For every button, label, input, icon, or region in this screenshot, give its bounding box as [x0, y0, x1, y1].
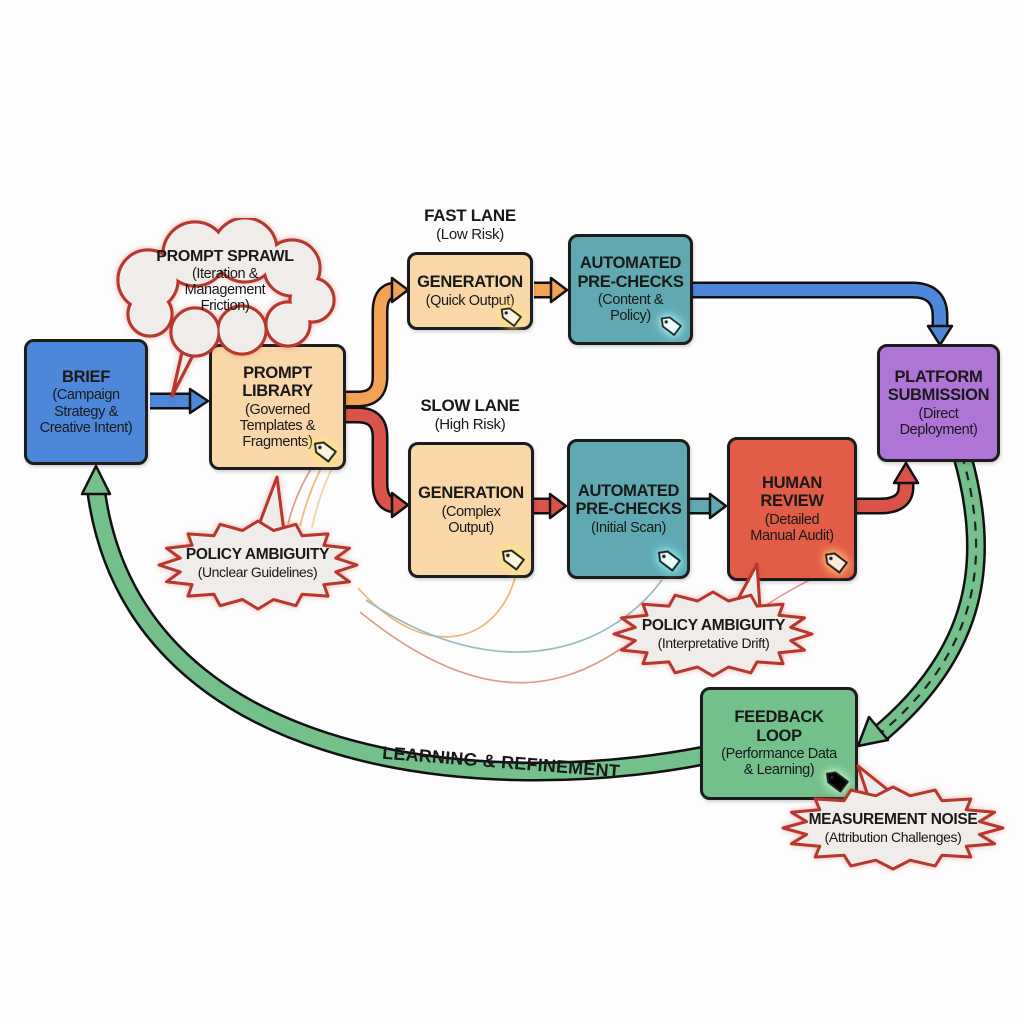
node-generation-fast: GENERATION (Quick Output): [407, 252, 533, 330]
node-generation-fast-title: GENERATION: [417, 273, 523, 292]
node-human-review-title: HUMAN REVIEW: [760, 473, 824, 511]
node-prechecks-fast-title: AUTOMATED PRE-CHECKS: [577, 254, 684, 291]
policy-ambiguity-guidelines-bubble: [157, 475, 359, 611]
node-generation-slow: GENERATION (Complex Output): [408, 442, 534, 578]
arrow-prechecks-to-human-review: [690, 492, 728, 520]
node-prechecks-slow: AUTOMATED PRE-CHECKS (Initial Scan): [567, 439, 690, 579]
node-platform-submission-subtitle: (Direct Deployment): [899, 405, 978, 438]
callout-prompt-sprawl-title: PROMPT SPRAWL: [156, 248, 294, 265]
fast-lane-subtitle: (Low Risk): [436, 226, 504, 243]
node-brief: BRIEF (Campaign Strategy & Creative Inte…: [24, 339, 148, 465]
node-prechecks-slow-subtitle: (Initial Scan): [591, 519, 666, 536]
tag-icon: [823, 767, 852, 796]
arrow-brief-to-library: [150, 387, 210, 415]
node-generation-slow-subtitle: (Complex Output): [441, 503, 501, 536]
callout-policy-ambiguity-guidelines: POLICY AMBIGUITY (Unclear Guidelines): [160, 546, 355, 580]
callout-measurement-noise-title: MEASUREMENT NOISE: [808, 811, 978, 828]
measurement-noise-bubble: [781, 764, 1005, 871]
node-brief-subtitle: (Campaign Strategy & Creative Intent): [39, 387, 133, 436]
arrow-platform-to-feedback: [856, 452, 987, 748]
node-human-review: HUMAN REVIEW (Detailed Manual Audit): [727, 437, 857, 581]
callout-prompt-sprawl: PROMPT SPRAWL (Iteration & Management Fr…: [125, 248, 325, 314]
node-feedback-loop: FEEDBACK LOOP (Performance Data & Learni…: [700, 687, 858, 800]
tag-icon: [822, 548, 851, 577]
tag-icon: [498, 303, 527, 332]
node-prechecks-fast-subtitle: (Content & Policy): [597, 292, 664, 325]
node-prechecks-fast: AUTOMATED PRE-CHECKS (Content & Policy): [568, 234, 693, 345]
slow-lane-label: SLOW LANE (High Risk): [400, 396, 540, 433]
tag-icon: [499, 545, 528, 574]
arrow-generation-to-prechecks-slow: [534, 492, 568, 520]
fast-lane-label: FAST LANE (Low Risk): [400, 206, 540, 243]
callout-policy-drift-title: POLICY AMBIGUITY: [641, 617, 786, 634]
node-generation-fast-subtitle: (Quick Output): [425, 292, 515, 309]
arrow-library-to-generation-fast: [344, 276, 410, 408]
callout-measurement-noise-subtitle: (Attribution Challenges): [824, 829, 962, 845]
node-prompt-library-title: PROMPT LIBRARY: [242, 363, 313, 401]
slow-lane-title: SLOW LANE: [420, 396, 520, 415]
node-platform-submission: PLATFORM SUBMISSION (Direct Deployment): [877, 344, 1000, 462]
tag-icon: [311, 437, 340, 466]
callout-prompt-sprawl-subtitle: (Iteration & Management Friction): [184, 266, 266, 314]
fast-lane-title: FAST LANE: [424, 206, 516, 225]
node-human-review-subtitle: (Detailed Manual Audit): [750, 511, 834, 544]
callout-policy-guidelines-title: POLICY AMBIGUITY: [185, 546, 330, 563]
node-brief-title: BRIEF: [61, 367, 110, 386]
node-feedback-loop-title: FEEDBACK LOOP: [734, 708, 824, 745]
callout-policy-guidelines-subtitle: (Unclear Guidelines): [197, 564, 318, 580]
arrow-generation-to-prechecks-fast: [534, 276, 569, 304]
arrow-feedback-to-brief: [80, 464, 704, 782]
node-feedback-loop-subtitle: (Performance Data & Learning): [721, 746, 837, 779]
slow-lane-subtitle: (High Risk): [434, 416, 506, 433]
arrow-human-review-to-platform: [856, 461, 920, 515]
tag-icon: [655, 546, 684, 575]
policy-ambiguity-drift-bubble: [612, 562, 814, 678]
node-prompt-library: PROMPT LIBRARY (Governed Templates & Fra…: [209, 344, 346, 470]
callout-policy-ambiguity-drift: POLICY AMBIGUITY (Interpretative Drift): [616, 617, 811, 651]
node-prompt-library-subtitle: (Governed Templates & Fragments): [239, 401, 316, 451]
arrow-library-to-generation-slow: [344, 406, 410, 519]
node-prechecks-slow-title: AUTOMATED PRE-CHECKS: [575, 481, 682, 519]
node-generation-slow-title: GENERATION: [418, 484, 524, 503]
node-platform-submission-title: PLATFORM SUBMISSION: [887, 367, 990, 405]
arrow-prechecks-to-platform: [692, 281, 954, 347]
callout-policy-drift-subtitle: (Interpretative Drift): [657, 635, 770, 651]
prompt-sprawl-cloud: [116, 218, 336, 398]
callout-measurement-noise: MEASUREMENT NOISE (Attribution Challenge…: [788, 811, 998, 845]
tag-icon: [658, 312, 687, 341]
